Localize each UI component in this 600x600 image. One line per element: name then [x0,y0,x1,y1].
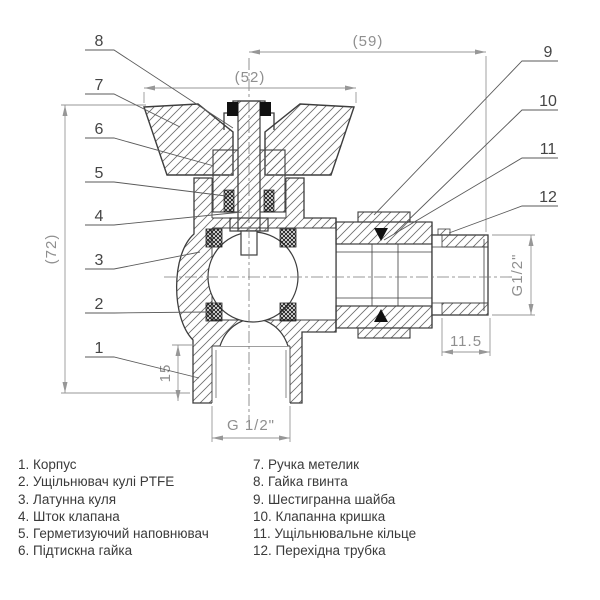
callout-11: 11 [383,141,558,241]
legend-item-6: 6. Підтискна гайка [18,543,133,559]
callout-12: 12 [448,189,558,234]
part-packing [223,189,275,213]
callout-3: 3 [85,251,201,270]
callout-1: 1 [85,340,200,379]
callout-10: 10 [393,93,558,235]
callout-6-number: 6 [95,121,104,138]
legend-item-8: 8. Гайка гвинта [253,474,348,490]
dimension-g-right: G1/2" [492,234,535,316]
legend-item-7: 7. Ручка метелик [253,457,360,472]
legend-item-12: 12. Перехідна трубка [253,543,386,559]
callout-1-number: 1 [95,340,104,357]
centerlines [164,58,512,428]
callout-8: 8 [85,33,234,129]
dim-g-bottom-label: G 1/2" [227,417,275,434]
callout-9: 9 [373,44,558,216]
callout-4-number: 4 [95,208,104,225]
callouts: 8 7 6 5 4 3 2 1 [85,33,558,379]
callout-5-number: 5 [95,165,104,182]
legend-left-column: 1. Корпус 2. Ущільнювач кулі PTFE 3. Лат… [18,456,209,560]
dimension-59: (59) [249,33,487,232]
callout-6: 6 [85,121,215,167]
callout-7: 7 [85,77,181,128]
dim-59-label: (59) [353,33,384,50]
callout-2-number: 2 [95,296,104,313]
callout-2: 2 [85,296,207,314]
legend-item-11: 11. Ущільнювальне кільце [253,526,417,542]
dim-g-right-label: G1/2" [509,254,526,297]
callout-3-number: 3 [95,252,104,269]
dimension-11-5: 11.5 [441,318,491,356]
callout-10-number: 10 [539,93,557,110]
callout-12-number: 12 [539,189,557,206]
callout-8-number: 8 [95,33,104,50]
callout-7-number: 7 [95,77,104,94]
part-ball-seats [205,228,297,322]
callout-9-number: 9 [544,44,553,61]
dim-52-label: (52) [235,69,266,86]
legend-item-5: 5. Герметизуючий наповнювач [18,526,209,542]
callout-5: 5 [85,165,227,197]
legend-item-4: 4. Шток клапана [18,508,120,524]
part-o-rings [374,228,388,322]
legend-item-10: 10. Клапанна кришка [253,508,386,524]
part-hex-washer [357,211,411,339]
legend-item-3: 3. Латунна куля [18,491,117,507]
dim-15-label: 15 [157,364,174,383]
part-handle [143,103,355,176]
legend-item-2: 2. Ущільнювач кулі PTFE [18,474,175,490]
legend-item-1: 1. Корпус [18,457,77,472]
dimension-g-bottom: G 1/2" [211,406,291,442]
dim-11-5-label: 11.5 [450,333,482,350]
legend-right-column: 7. Ручка метелик 8. Гайка гвинта 9. Шест… [253,456,416,560]
legend-item-9: 9. Шестигранна шайба [253,491,396,507]
dimension-72: (72) [43,104,190,394]
callout-11-number: 11 [540,141,557,158]
callout-4: 4 [85,208,243,226]
valve-technical-drawing: (59) (52) (72) 15 [43,33,558,442]
dim-72-label: (72) [43,234,60,265]
dimension-52: (52) [143,69,357,103]
part-outlet-pipe [431,228,489,316]
dimensions: (59) (52) (72) 15 [43,33,535,442]
